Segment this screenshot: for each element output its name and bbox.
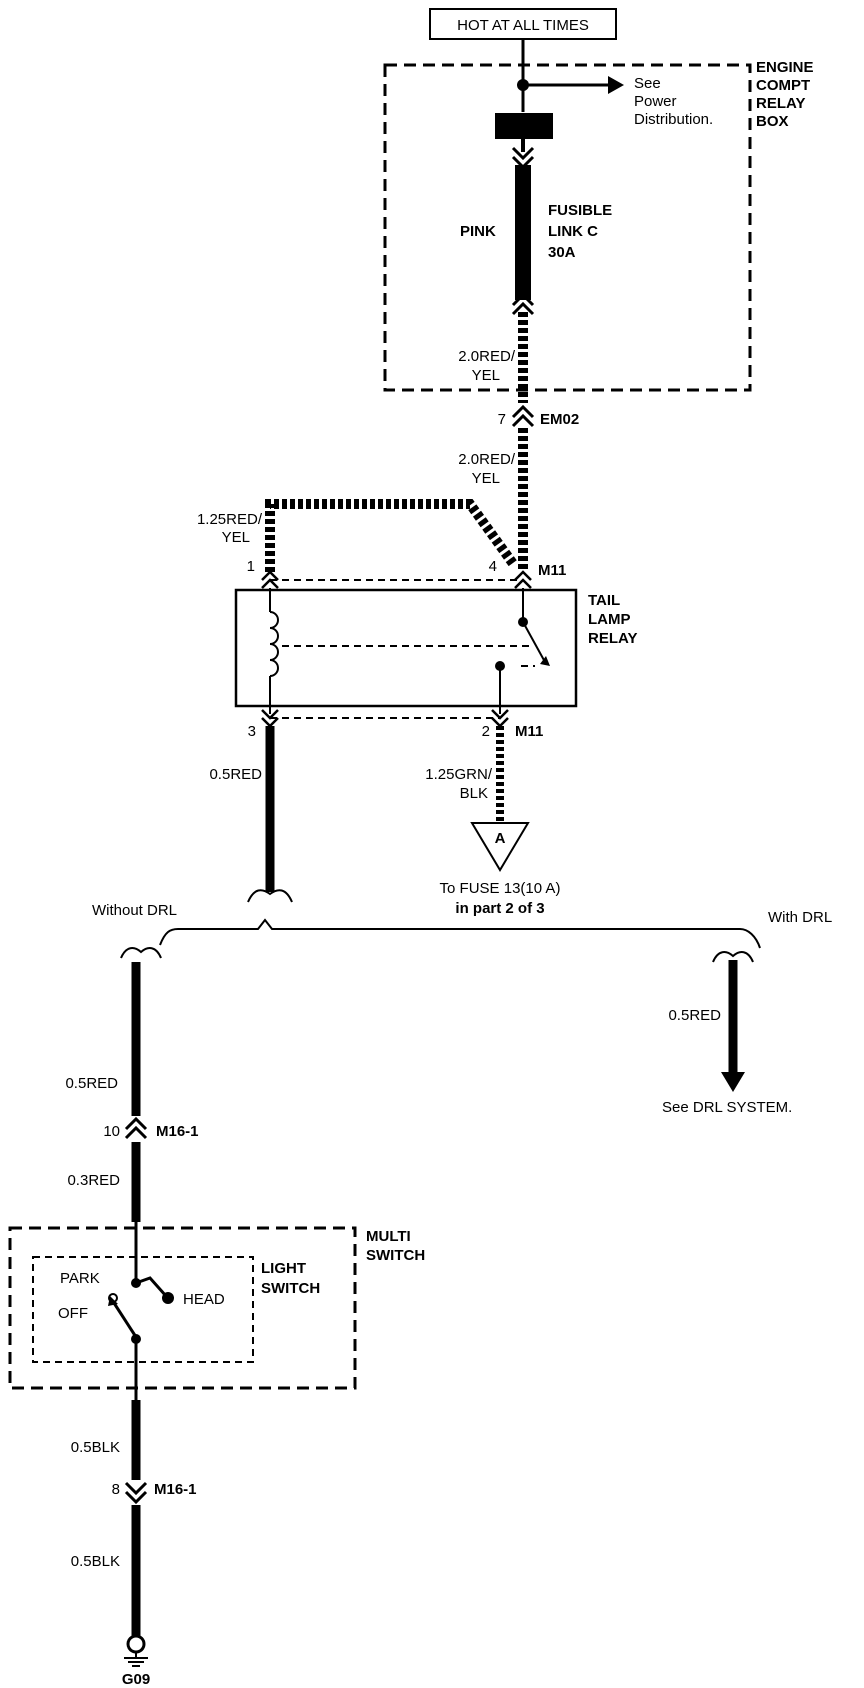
grn-wire-line-1: 1.25GRN/ [425, 766, 493, 783]
light-switch-outline [32, 1256, 254, 1363]
see-power-line-2: Power [634, 93, 677, 110]
engine-box-title-line-2: COMPT [756, 77, 810, 94]
reference-a-line-2: in part 2 of 3 [455, 900, 544, 917]
pink-label: PINK [460, 223, 496, 240]
relay-connector-top-label: M11 [538, 562, 566, 579]
wire-1-25-red-yel [265, 499, 519, 572]
m16-top-wire-below: 0.3RED [67, 1172, 120, 1189]
relay-title-line-2: LAMP [588, 611, 631, 628]
tail-lamp-relay-box [234, 588, 578, 708]
m16-top-connector-symbol [124, 1116, 148, 1140]
engine-wire-line-1: 2.0RED/ [458, 348, 516, 365]
see-drl-system-label: See DRL SYSTEM. [662, 1099, 792, 1116]
see-power-line-1: See [634, 75, 661, 92]
with-drl-label: With DRL [768, 909, 832, 926]
em02-label: EM02 [540, 411, 579, 428]
head-contact [162, 1292, 174, 1304]
relay-contact-arrow [540, 656, 550, 666]
drl-branch-hook-top [247, 889, 293, 903]
light-switch-title-line-1: LIGHT [261, 1260, 306, 1277]
engine-box-title-line-3: RELAY [756, 95, 805, 112]
reference-a-letter: A [495, 830, 506, 847]
without-drl-label: Without DRL [92, 902, 177, 919]
grn-wire-line-2: BLK [460, 785, 488, 802]
fusible-label-line-1: FUSIBLE [548, 202, 612, 219]
m16-bottom-wire-below: 0.5BLK [71, 1553, 120, 1570]
hot-at-all-times-label: HOT AT ALL TIMES [457, 17, 589, 34]
head-label: HEAD [183, 1291, 225, 1308]
drl-wire-label: 0.5RED [668, 1007, 721, 1024]
relay-pin4-connector [514, 570, 532, 589]
relay-coil [269, 611, 279, 677]
relay-pin-4: 4 [489, 558, 497, 575]
wire-red-left-label: 0.5RED [209, 766, 262, 783]
relay-title-line-3: RELAY [588, 630, 637, 647]
fusible-label-line-2: LINK C [548, 223, 598, 240]
fusible-link-connector-bottom [511, 292, 535, 316]
em02-pin: 7 [498, 411, 506, 428]
see-power-line-3: Distribution. [634, 111, 713, 128]
relay-pin-2: 2 [482, 723, 490, 740]
m16-bottom-wire-above: 0.5BLK [71, 1439, 120, 1456]
relay-pin-1: 1 [247, 558, 255, 575]
relay-wire-left-line-2: YEL [222, 529, 250, 546]
light-switch-arrow [108, 1296, 118, 1306]
drl-system-arrow [721, 1072, 745, 1092]
m16-bottom-pin: 8 [112, 1481, 120, 1498]
m16-bottom-connector-symbol [124, 1481, 148, 1505]
relay-contact-arm [522, 621, 546, 663]
reference-a-line-1: To FUSE 13(10 A) [440, 880, 561, 897]
m16-top-wire-above: 0.5RED [65, 1075, 118, 1092]
engine-box-title-line-4: BOX [756, 113, 789, 130]
fusible-label-line-3: 30A [548, 244, 576, 261]
off-label: OFF [58, 1305, 88, 1322]
ground-label: G09 [122, 1671, 150, 1688]
m16-bottom-label: M16-1 [154, 1481, 197, 1498]
engine-compt-relay-box-outline [383, 63, 752, 392]
drl-branch-line [159, 918, 761, 949]
m16-top-label: M16-1 [156, 1123, 199, 1140]
wire-after-em02-line-2: YEL [472, 470, 500, 487]
relay-pin-3: 3 [248, 723, 256, 740]
fuse-terminal-block [495, 113, 553, 139]
multi-switch-outline [8, 1226, 357, 1390]
power-distribution-arrow [608, 76, 624, 94]
relay-connector-bottom-label: M11 [515, 723, 543, 740]
with-drl-hook [712, 951, 754, 963]
light-switch-title-line-2: SWITCH [261, 1280, 320, 1297]
multi-switch-title-line-2: SWITCH [366, 1247, 425, 1264]
reference-a-triangle [470, 822, 530, 872]
light-switch-blade [112, 1302, 138, 1338]
ground-eyelet [126, 1634, 146, 1654]
wire-after-em02-line-1: 2.0RED/ [458, 451, 516, 468]
relay-pin1-connector [261, 570, 279, 589]
park-label: PARK [60, 1270, 100, 1287]
engine-wire-line-2: YEL [472, 367, 500, 384]
multi-switch-title-line-1: MULTI [366, 1228, 411, 1245]
engine-box-title-line-1: ENGINE [756, 59, 814, 76]
relay-wire-left-line-1: 1.25RED/ [197, 511, 263, 528]
without-drl-hook [120, 947, 162, 959]
park-head-bridge [135, 1276, 168, 1297]
em02-connector-symbol [511, 404, 535, 428]
relay-title-line-1: TAIL [588, 592, 620, 609]
m16-top-pin: 10 [103, 1123, 120, 1140]
